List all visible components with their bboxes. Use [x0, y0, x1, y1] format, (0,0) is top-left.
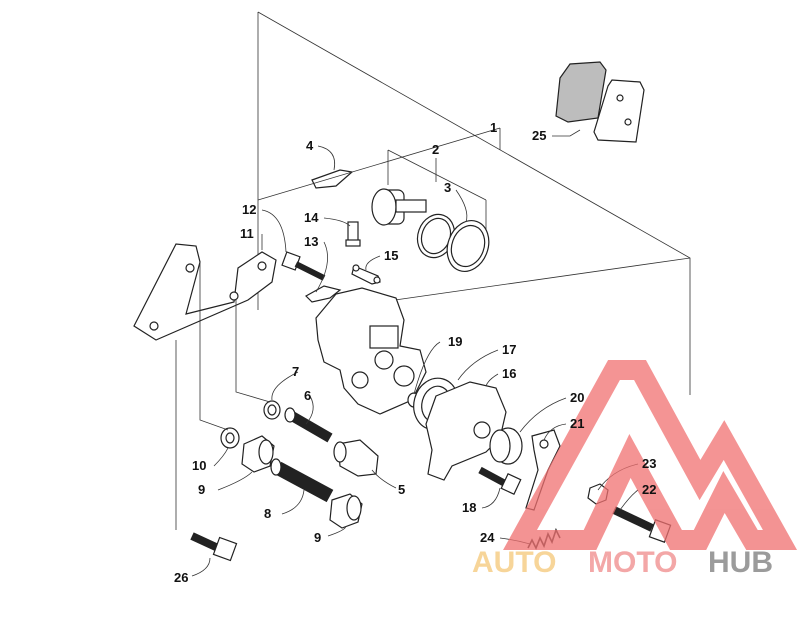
slide-pin-6: [284, 407, 333, 443]
dust-boot: [333, 439, 379, 477]
slide-pin-8: [270, 458, 334, 503]
bracket-bolt: [190, 532, 238, 562]
callout-1: 1: [490, 120, 497, 135]
mechanical-housing: [425, 381, 507, 481]
callout-21: 21: [570, 416, 584, 431]
brake-pads: [555, 61, 645, 143]
callout-13: 13: [304, 234, 318, 249]
callout-6: 6: [304, 388, 311, 403]
washer-10: [220, 427, 240, 449]
callout-11: 11: [240, 226, 254, 241]
callout-18: 18: [462, 500, 476, 515]
mounting-bolt: [281, 251, 326, 281]
callout-24: 24: [480, 530, 495, 545]
callout-15: 15: [384, 248, 398, 263]
leader-lines: [175, 127, 639, 577]
callout-7: 7: [292, 364, 299, 379]
bushing-lower: [329, 493, 363, 529]
callout-19: 19: [448, 334, 462, 349]
callout-20: 20: [570, 390, 584, 405]
housing-bolt: [478, 466, 522, 496]
washer-7: [263, 400, 281, 420]
caliper-bracket: [133, 243, 277, 341]
callout-10: 10: [192, 458, 206, 473]
bushing-upper: [241, 435, 275, 473]
piston-seals: [416, 213, 490, 272]
callout-26: 26: [174, 570, 188, 585]
callout-12: 12: [242, 202, 256, 217]
callout-5: 5: [398, 482, 405, 497]
bleeder-screw: [345, 221, 361, 247]
actuator-cam: [489, 427, 523, 465]
clip-washer: [305, 285, 342, 303]
callout-9-lower: 9: [314, 530, 321, 545]
caliper-body: [315, 287, 427, 415]
callout-25: 25: [532, 128, 546, 143]
callout-16: 16: [502, 366, 516, 381]
callout-2: 2: [432, 142, 439, 157]
callout-3: 3: [444, 180, 451, 195]
callout-labels: 1 25 4 2 3 12 14 11 13 15 19 17 16 20 21…: [174, 120, 656, 585]
retainer-clip: [311, 169, 354, 189]
watermark-hub: HUB: [708, 546, 773, 579]
assembly-frame: [257, 11, 691, 395]
callout-9-upper: 9: [198, 482, 205, 497]
callout-4: 4: [306, 138, 314, 153]
callout-22: 22: [642, 482, 656, 497]
callout-14: 14: [304, 210, 319, 225]
watermark-moto: MOTO: [588, 546, 677, 579]
callout-17: 17: [502, 342, 516, 357]
callout-8: 8: [264, 506, 271, 521]
link-plate: [351, 264, 381, 285]
piston: [371, 149, 487, 240]
callout-23: 23: [642, 456, 656, 471]
watermark-logo: AUTO MOTO HUB: [472, 360, 798, 579]
watermark-auto: AUTO: [472, 546, 556, 579]
